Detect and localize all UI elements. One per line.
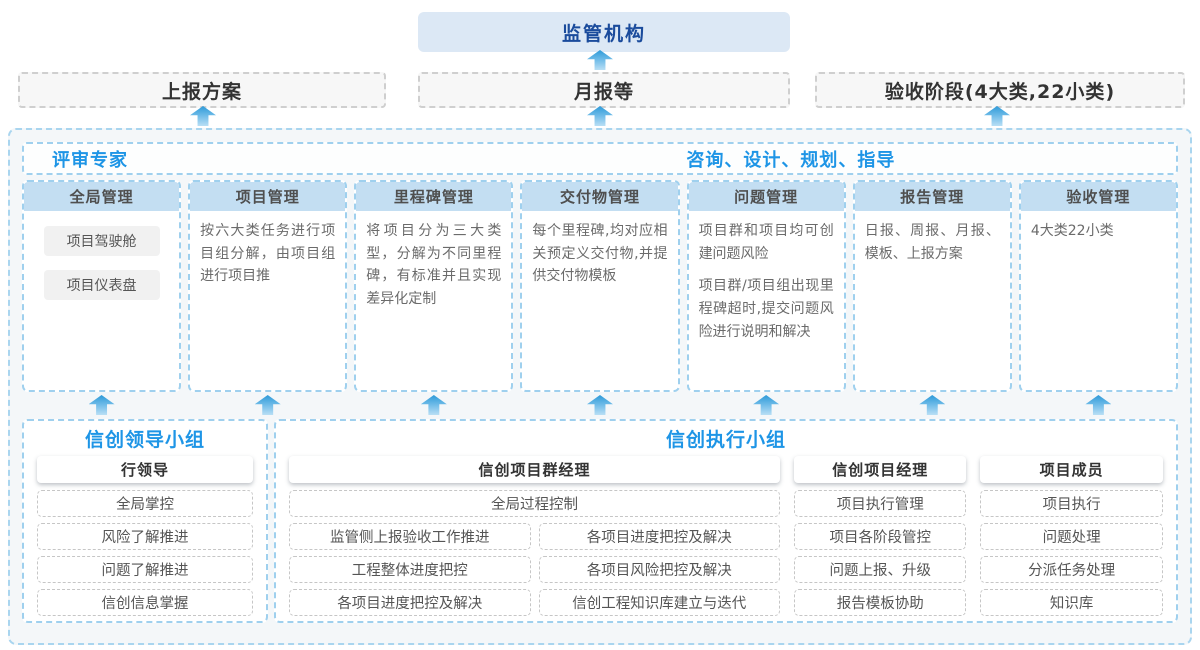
report-box-plan: 上报方案	[18, 72, 386, 108]
column-issue-management: 问题管理 项目群和项目均可创建问题风险 项目群/项目组出现里程碑超时,提交问题风…	[686, 180, 846, 392]
column-title: 报告管理	[854, 182, 1010, 211]
working-groups-row: 信创领导小组 行领导 全局掌控 风险了解推进 问题了解推进 信创信息掌握 信创执…	[22, 419, 1178, 623]
platform-panel: 评审专家 咨询、设计、规划、指导 全局管理 项目驾驶舱 项目仪表盘 项目管理 按…	[8, 128, 1192, 645]
duty-item: 分派任务处理	[980, 556, 1163, 583]
consulting-label: 咨询、设计、规划、指导	[686, 149, 896, 171]
up-arrow-icon	[984, 106, 1010, 126]
duty-item: 风险了解推进	[37, 523, 253, 550]
column-title: 里程碑管理	[356, 182, 512, 211]
column-description: 4大类22小类	[1030, 223, 1114, 239]
review-experts-label: 评审专家	[52, 149, 128, 171]
up-arrow-icon	[586, 395, 613, 415]
management-columns: 全局管理 项目驾驶舱 项目仪表盘 项目管理 按六大类任务进行项目组分解，由项目组…	[22, 180, 1178, 392]
duty-item: 项目执行	[980, 490, 1163, 517]
role-button: 项目成员	[980, 456, 1163, 483]
up-arrow-icon	[919, 395, 946, 415]
project-member-column: 项目成员 项目执行 问题处理 分派任务处理 知识库	[980, 456, 1163, 622]
project-manager-column: 信创项目经理 项目执行管理 项目各阶段管控 问题上报、升级 报告模板协助	[794, 456, 967, 622]
duty-item: 全局过程控制	[289, 490, 781, 517]
column-report-management: 报告管理 日报、周报、月报、模板、上报方案	[852, 180, 1012, 392]
column-milestone-management: 里程碑管理 将项目分为三大类型，分解为不同里程碑，有标准并且实现差异化定制	[354, 180, 514, 392]
leader-group-box: 信创领导小组 行领导 全局掌控 风险了解推进 问题了解推进 信创信息掌握	[22, 419, 268, 623]
regulator-box: 监管机构	[418, 12, 790, 52]
role-button: 信创项目经理	[794, 456, 967, 483]
feature-pill: 项目驾驶舱	[43, 226, 160, 256]
up-arrow-icon	[88, 395, 115, 415]
column-description: 项目群/项目组出现里程碑超时,提交问题风险进行说明和解决	[698, 278, 834, 340]
exec-group-box: 信创执行小组 信创项目群经理 全局过程控制 监管侧上报验收工作推进 各项目进度把…	[274, 419, 1178, 623]
up-arrow-icon	[254, 395, 281, 415]
report-box-acceptance: 验收阶段(4大类,22小类)	[815, 72, 1185, 108]
duty-item: 全局掌控	[37, 490, 253, 517]
duty-item: 各项目进度把控及解决	[289, 589, 531, 616]
column-title: 问题管理	[688, 182, 844, 211]
duty-item: 工程整体进度把控	[289, 556, 531, 583]
column-acceptance-management: 验收管理 4大类22小类	[1018, 180, 1178, 392]
group-title: 信创领导小组	[84, 429, 205, 451]
up-arrow-icon	[587, 106, 613, 126]
column-arrows-row	[22, 395, 1178, 417]
up-arrow-icon	[587, 50, 613, 70]
column-description: 将项目分为三大类型，分解为不同里程碑，有标准并且实现差异化定制	[366, 223, 502, 308]
duty-item: 问题处理	[980, 523, 1163, 550]
program-manager-column: 信创项目群经理 全局过程控制 监管侧上报验收工作推进 各项目进度把控及解决 工程…	[289, 456, 781, 622]
duty-item: 信创工程知识库建立与迭代	[538, 589, 781, 616]
role-button: 行领导	[37, 456, 253, 483]
up-arrow-icon	[753, 395, 780, 415]
role-button: 信创项目群经理	[289, 456, 781, 483]
column-description: 每个里程碑,均对应相关预定义交付物,并提供交付物模板	[532, 223, 668, 285]
column-description: 项目群和项目均可创建问题风险	[698, 223, 834, 262]
column-title: 全局管理	[24, 182, 180, 211]
column-project-management: 项目管理 按六大类任务进行项目组分解，由项目组进行项目推	[188, 180, 348, 392]
column-title: 项目管理	[190, 182, 346, 211]
duty-item: 项目执行管理	[794, 490, 967, 517]
column-description: 按六大类任务进行项目组分解，由项目组进行项目推	[200, 223, 336, 285]
duty-item: 信创信息掌握	[37, 589, 253, 616]
group-title: 信创执行小组	[665, 429, 786, 451]
up-arrow-icon	[190, 106, 216, 126]
up-arrow-icon	[1085, 395, 1112, 415]
duty-item: 项目各阶段管控	[794, 523, 967, 550]
duty-item: 各项目风险把控及解决	[538, 556, 781, 583]
advisor-strip: 评审专家 咨询、设计、规划、指导	[22, 142, 1178, 175]
duty-item: 知识库	[980, 589, 1163, 616]
column-global-management: 全局管理 项目驾驶舱 项目仪表盘	[22, 180, 182, 392]
report-box-monthly: 月报等	[418, 72, 790, 108]
duty-item: 各项目进度把控及解决	[538, 523, 781, 550]
column-title: 验收管理	[1020, 182, 1176, 211]
column-title: 交付物管理	[522, 182, 678, 211]
duty-item: 报告模板协助	[794, 589, 967, 616]
duty-item: 问题了解推进	[37, 556, 253, 583]
up-arrow-icon	[420, 395, 447, 415]
feature-pill: 项目仪表盘	[43, 270, 160, 300]
column-deliverable-management: 交付物管理 每个里程碑,均对应相关预定义交付物,并提供交付物模板	[520, 180, 680, 392]
column-description: 日报、周报、月报、模板、上报方案	[864, 223, 1000, 262]
duty-item: 监管侧上报验收工作推进	[289, 523, 531, 550]
duty-item: 问题上报、升级	[794, 556, 967, 583]
